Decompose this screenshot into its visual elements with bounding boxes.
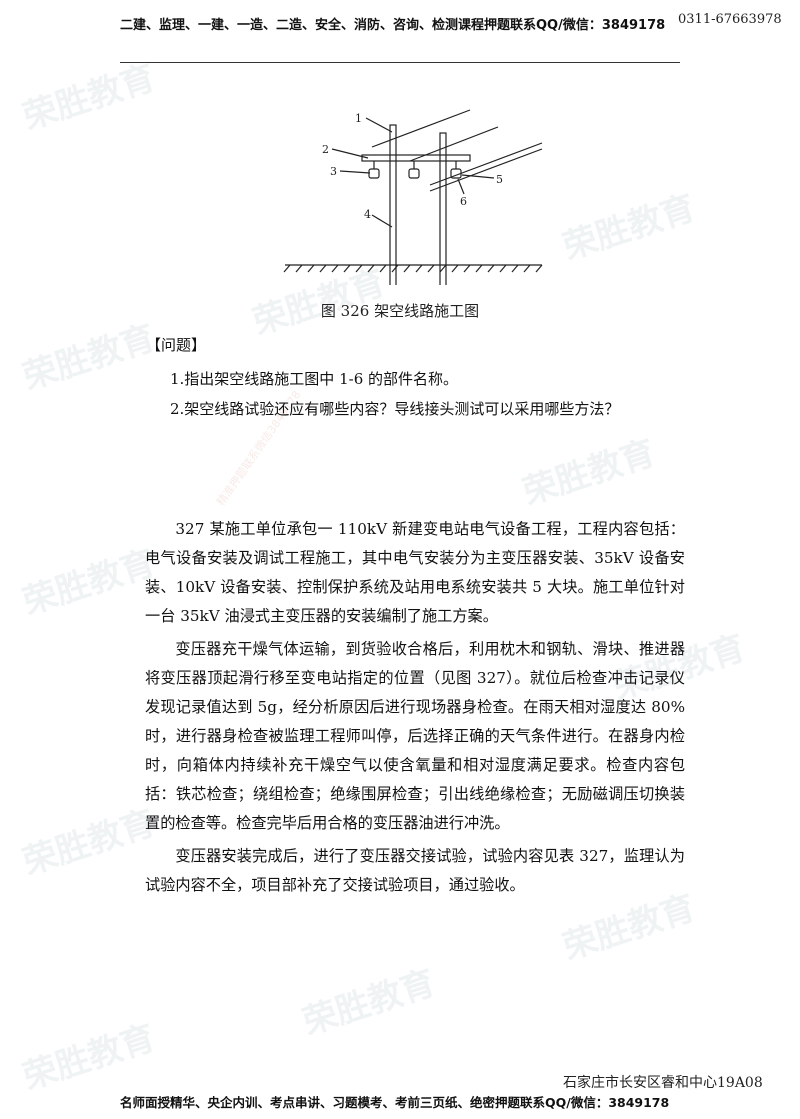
insulator-right xyxy=(450,161,462,179)
figure-label-2: 2 xyxy=(322,143,329,156)
footer-contact-text: 名师面授精华、央企内训、考点串讲、习题模考、考前三页纸、绝密押题联系QQ/微信：… xyxy=(120,1095,670,1110)
pole-left xyxy=(389,124,397,285)
figure-caption: 图 326 架空线路施工图 xyxy=(320,302,480,320)
header-contact-text: 二建、监理、一建、一造、二造、安全、消防、咨询、检测课程押题联系QQ/微信：38… xyxy=(120,18,666,33)
footer-location: 石家庄市长安区睿和中心19A08 xyxy=(563,1075,763,1091)
figure-label-4: 4 xyxy=(364,208,371,221)
figure-label-5: 5 xyxy=(496,173,503,186)
crossarm xyxy=(361,154,471,162)
case-paragraph-1: 327 某施工单位承包一 110kV 新建变电站电气设备工程，工程内容包括：电气… xyxy=(145,520,685,625)
watermark: 荣胜教育 xyxy=(18,317,160,398)
watermark: 荣胜教育 xyxy=(298,962,440,1043)
conductor-low-b xyxy=(429,148,543,192)
case-paragraph-2: 变压器充干燥气体运输，到货验收合格后，利用枕木和钢轨、滑块、推进器将变压器顶起滑… xyxy=(145,640,685,832)
question-item: 2.架空线路试验还应有哪些内容？导线接头测试可以采用哪些方法？ xyxy=(170,400,620,418)
watermark: 荣胜教育 xyxy=(558,187,700,268)
watermark: 荣胜教育 xyxy=(18,1017,160,1098)
question-item: 1.指出架空线路施工图中 1-6 的部件名称。 xyxy=(170,370,459,388)
insulator-left xyxy=(368,161,380,179)
case-body: 327 某施工单位承包一 110kV 新建变电站电气设备工程，工程内容包括：电气… xyxy=(145,515,685,900)
conductor-top xyxy=(371,109,471,148)
pole-right xyxy=(439,132,447,285)
header-divider xyxy=(120,62,680,63)
figure-label-6: 6 xyxy=(460,195,467,208)
conductor-low-a xyxy=(429,142,543,186)
overhead-line-diagram: 1 2 3 4 5 6 xyxy=(283,109,543,285)
case-paragraph-3: 变压器安装完成后，进行了变压器交接试验，试验内容见表 327，监理认为试验内容不… xyxy=(145,847,685,894)
watermark: 荣胜教育 xyxy=(18,57,160,138)
watermark: 荣胜教育 xyxy=(518,432,660,513)
figure-label-3: 3 xyxy=(330,165,337,178)
ground-hatch xyxy=(283,264,543,273)
conductor-mid xyxy=(409,126,499,162)
watermark: 荣胜教育 xyxy=(18,802,160,883)
watermark: 荣胜教育 xyxy=(18,542,160,623)
figure-label-1: 1 xyxy=(355,112,362,125)
insulator-mid xyxy=(408,161,420,179)
header-phone: 0311-67663978 xyxy=(678,12,782,27)
questions-title: 【问题】 xyxy=(146,336,207,354)
